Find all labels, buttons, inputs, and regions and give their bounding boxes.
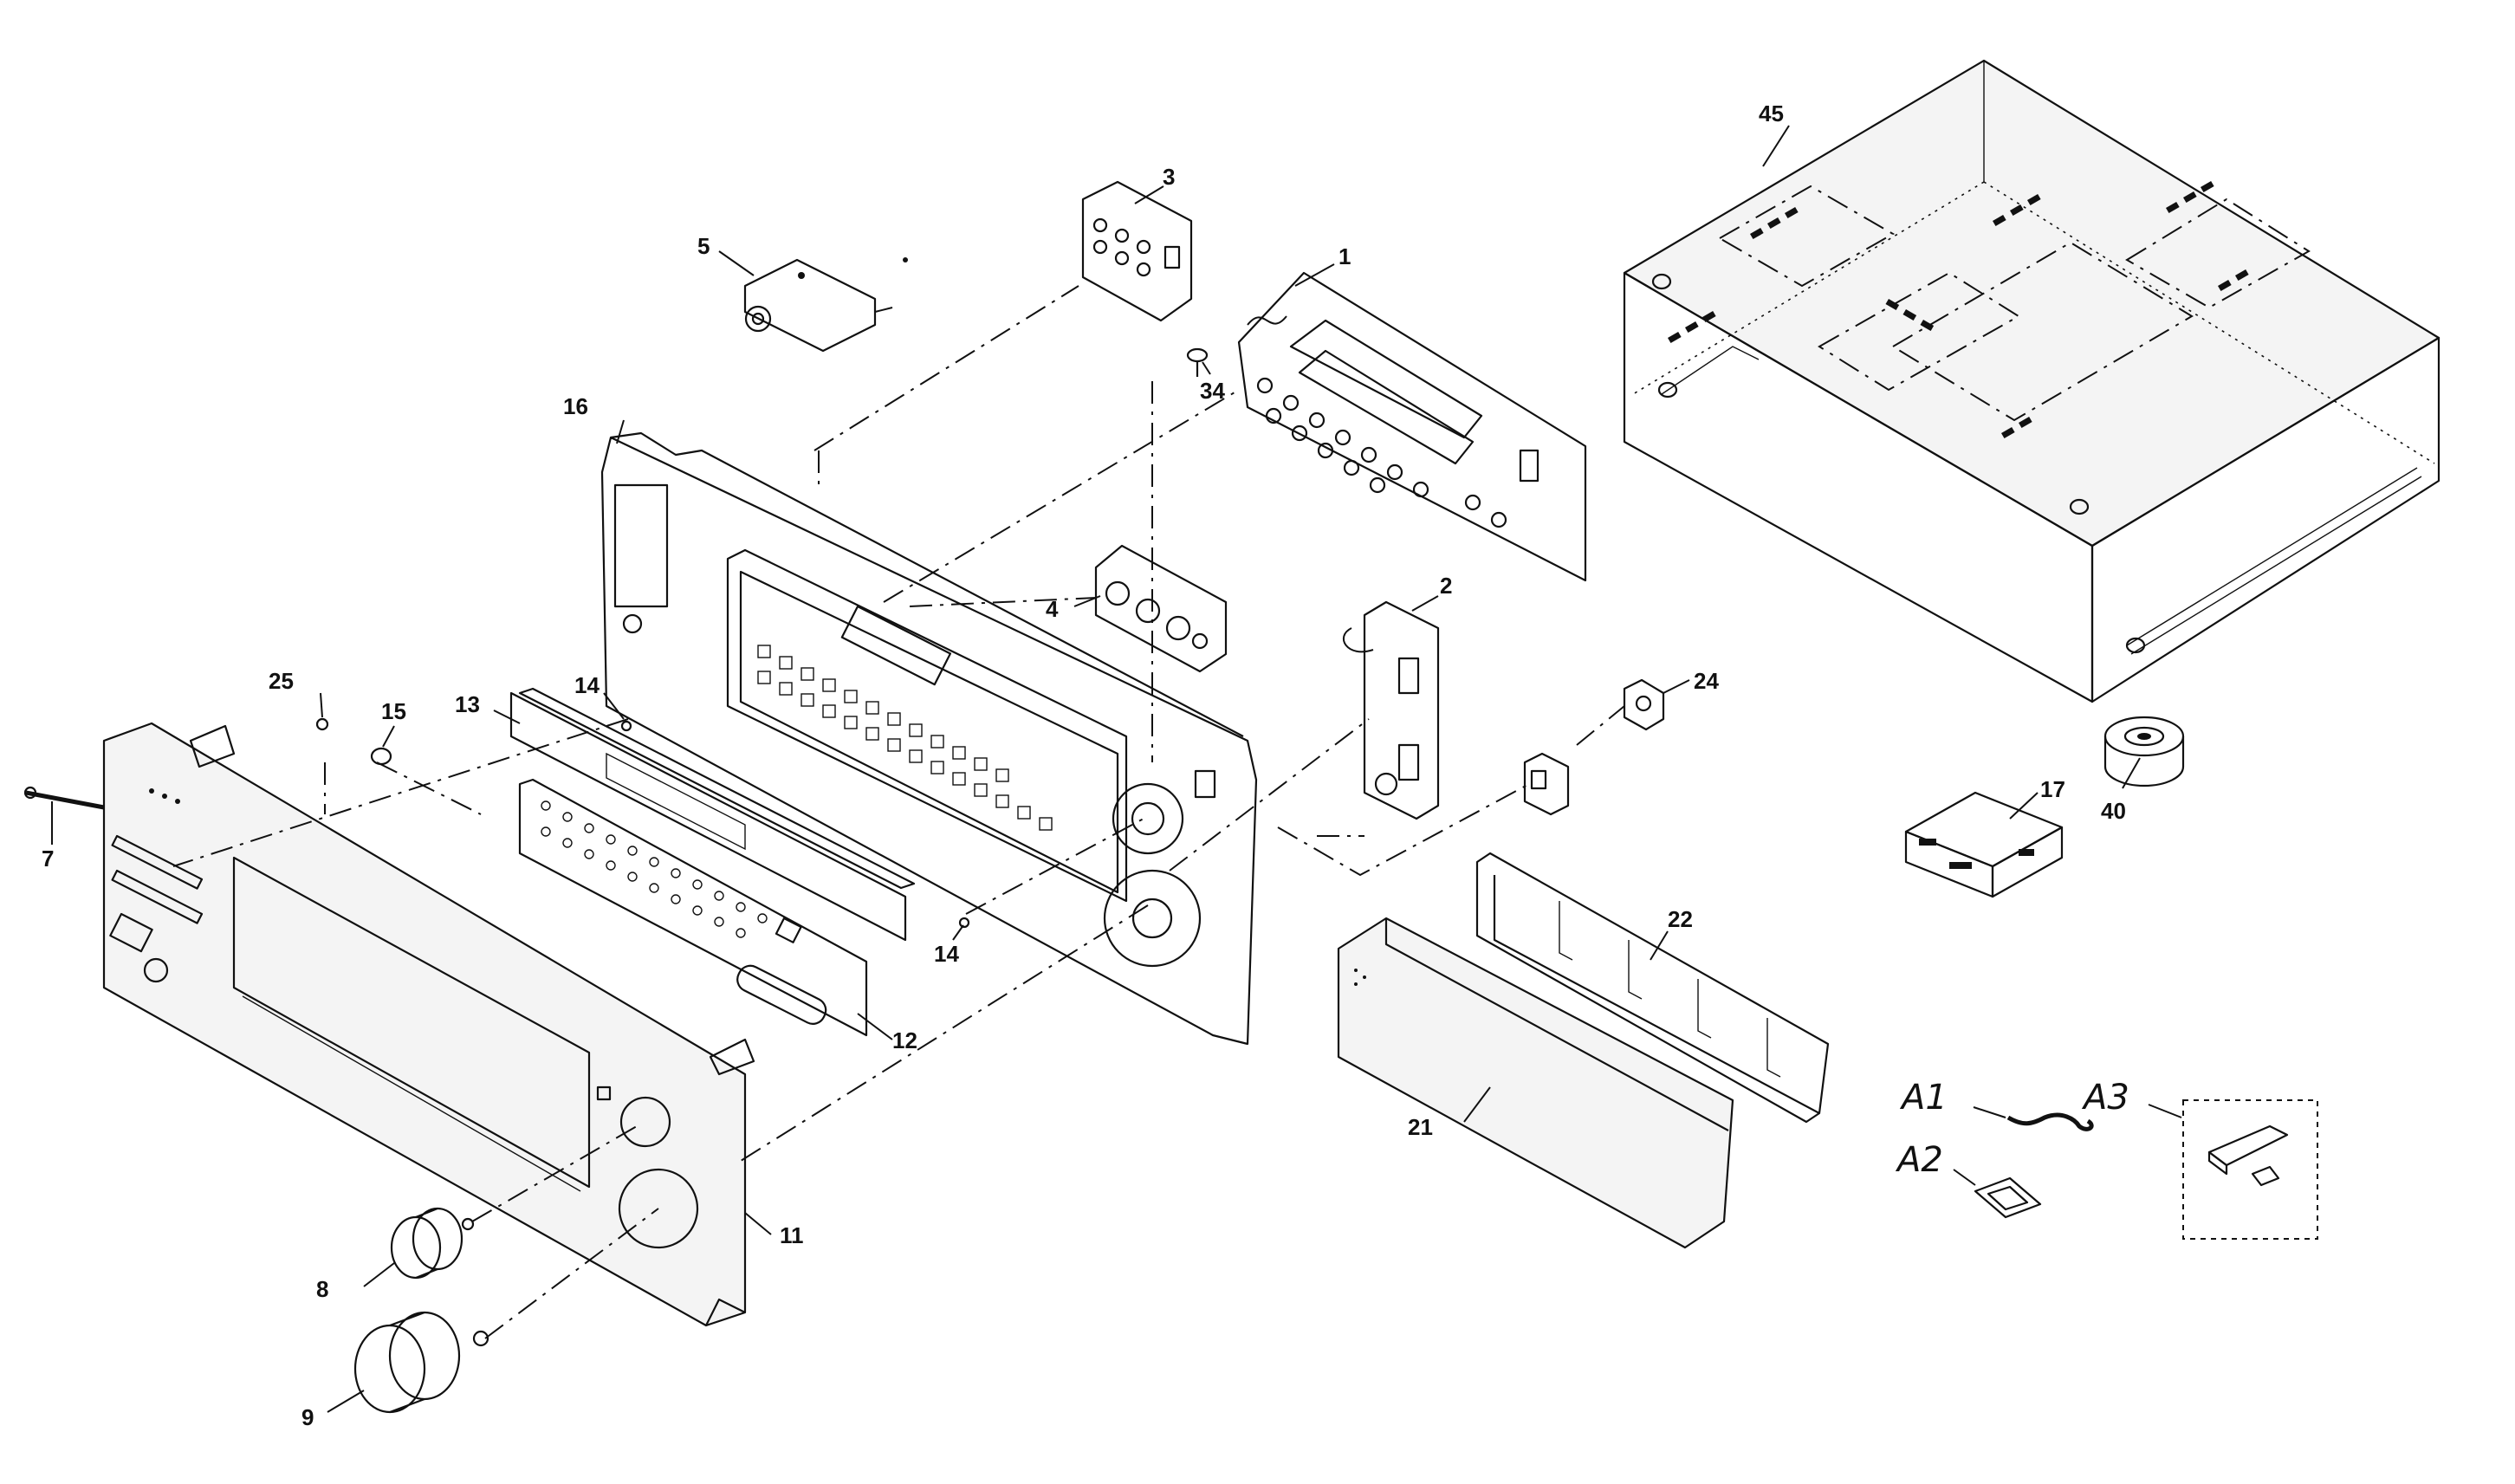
front-chassis-part — [600, 431, 1258, 1046]
assembly-lines — [172, 285, 1625, 1339]
switch-24-part — [1523, 678, 1665, 816]
callout-labels: 1 2 3 4 5 7 8 9 11 12 13 14 14 15 16 17 … — [42, 100, 2129, 1430]
front-panel-part — [102, 722, 755, 1327]
knob-pcb-4-part — [1094, 544, 1228, 673]
top-cover-part — [1623, 59, 2440, 703]
nut-15-part — [370, 747, 392, 766]
callout-22: 22 — [1668, 906, 1693, 932]
callout-5: 5 — [697, 233, 710, 259]
knob-9-part — [353, 1311, 489, 1414]
callout-17: 17 — [2040, 776, 2065, 802]
door-bracket-22-part — [1475, 852, 1830, 1124]
callout-1: 1 — [1339, 243, 1351, 269]
connector-part — [1904, 791, 2064, 898]
callout-25: 25 — [269, 668, 294, 694]
callout-9: 9 — [301, 1404, 314, 1430]
callout-12: 12 — [892, 1027, 917, 1053]
sub-panel-part — [518, 778, 868, 1037]
accessory-a3-remote — [2182, 1099, 2318, 1240]
screw-25-part — [315, 717, 329, 731]
leader-lines — [51, 125, 2182, 1413]
screw-14-parts — [620, 720, 970, 929]
callout-24: 24 — [1694, 668, 1719, 694]
callout-45: 45 — [1759, 100, 1784, 126]
callout-14-lower: 14 — [934, 941, 959, 967]
callout-a1: A1 — [1899, 1078, 1948, 1118]
callout-13: 13 — [455, 691, 480, 717]
callout-34: 34 — [1200, 378, 1225, 404]
jack-pcb-5-part — [743, 257, 908, 353]
callout-40: 40 — [2101, 798, 2126, 824]
door-21-part — [1337, 917, 1734, 1249]
callout-a2: A2 — [1895, 1140, 1943, 1180]
callout-16: 16 — [563, 393, 588, 419]
callout-4: 4 — [1046, 596, 1059, 622]
display-pcb-part — [1237, 271, 1587, 582]
callout-a3: A3 — [2081, 1078, 2129, 1118]
callout-8: 8 — [316, 1276, 328, 1302]
display-window-part — [509, 687, 916, 942]
screw-7-part — [23, 786, 105, 810]
callout-14-upper: 14 — [574, 672, 600, 698]
callout-21: 21 — [1408, 1114, 1433, 1140]
foot-part — [2103, 716, 2185, 787]
callout-3: 3 — [1163, 164, 1175, 190]
callout-7: 7 — [42, 846, 54, 872]
callout-11: 11 — [780, 1222, 804, 1248]
knob-8-part — [390, 1207, 475, 1280]
screw-34-part — [1186, 347, 1209, 377]
accessory-a1-cord — [2006, 1112, 2094, 1131]
volume-pcb-2-part — [1342, 600, 1440, 820]
accessory-a2-adapter — [1974, 1176, 2042, 1219]
callout-15: 15 — [381, 698, 406, 724]
callout-2: 2 — [1440, 573, 1452, 599]
input-pcb-part — [1081, 180, 1193, 322]
